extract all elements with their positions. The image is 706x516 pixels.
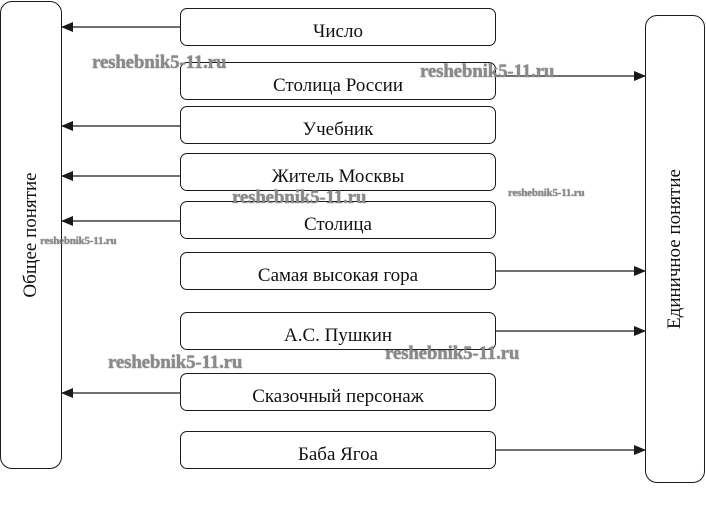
concept-box-textbook: Учебник	[180, 106, 496, 144]
concept-label: Житель Москвы	[271, 166, 405, 187]
concept-label: А.С. Пушкин	[283, 325, 393, 346]
concept-label: Число	[313, 21, 363, 42]
concept-label: Столица России	[273, 75, 403, 96]
watermark: reshebnik5-11.ru	[40, 235, 117, 247]
watermark: reshebnik5-11.ru	[385, 343, 520, 364]
concept-box-capital: Столица	[180, 201, 496, 239]
concept-label: Учебник	[302, 119, 374, 140]
concept-box-number: Число	[180, 8, 496, 46]
concept-box-fairy-tale-character: Сказочный персонаж	[180, 373, 496, 411]
watermark: reshebnik5-11.ru	[92, 52, 227, 73]
concept-label: Баба Ягоа	[297, 444, 379, 465]
concept-box-moscow-resident: Житель Москвы	[180, 153, 496, 191]
concept-label: Самая высокая гора	[257, 265, 419, 286]
concept-box-capital-of-russia: Столица России	[180, 62, 496, 100]
watermark: reshebnik5-11.ru	[232, 187, 367, 208]
concept-box-pushkin: А.С. Пушкин	[180, 312, 496, 350]
general-concept-panel: Общее понятие	[0, 1, 62, 469]
singular-concept-panel: Единичное понятие	[645, 15, 705, 483]
concept-box-highest-mountain: Самая высокая гора	[180, 252, 496, 290]
concept-label: Столица	[304, 214, 372, 235]
concept-box-baba-yaga: Баба Ягоа	[180, 431, 496, 469]
watermark: reshebnik5-11.ru	[420, 61, 555, 82]
concept-label: Сказочный персонаж	[252, 386, 424, 407]
watermark: reshebnik5-11.ru	[508, 187, 585, 199]
watermark: reshebnik5-11.ru	[108, 352, 243, 373]
